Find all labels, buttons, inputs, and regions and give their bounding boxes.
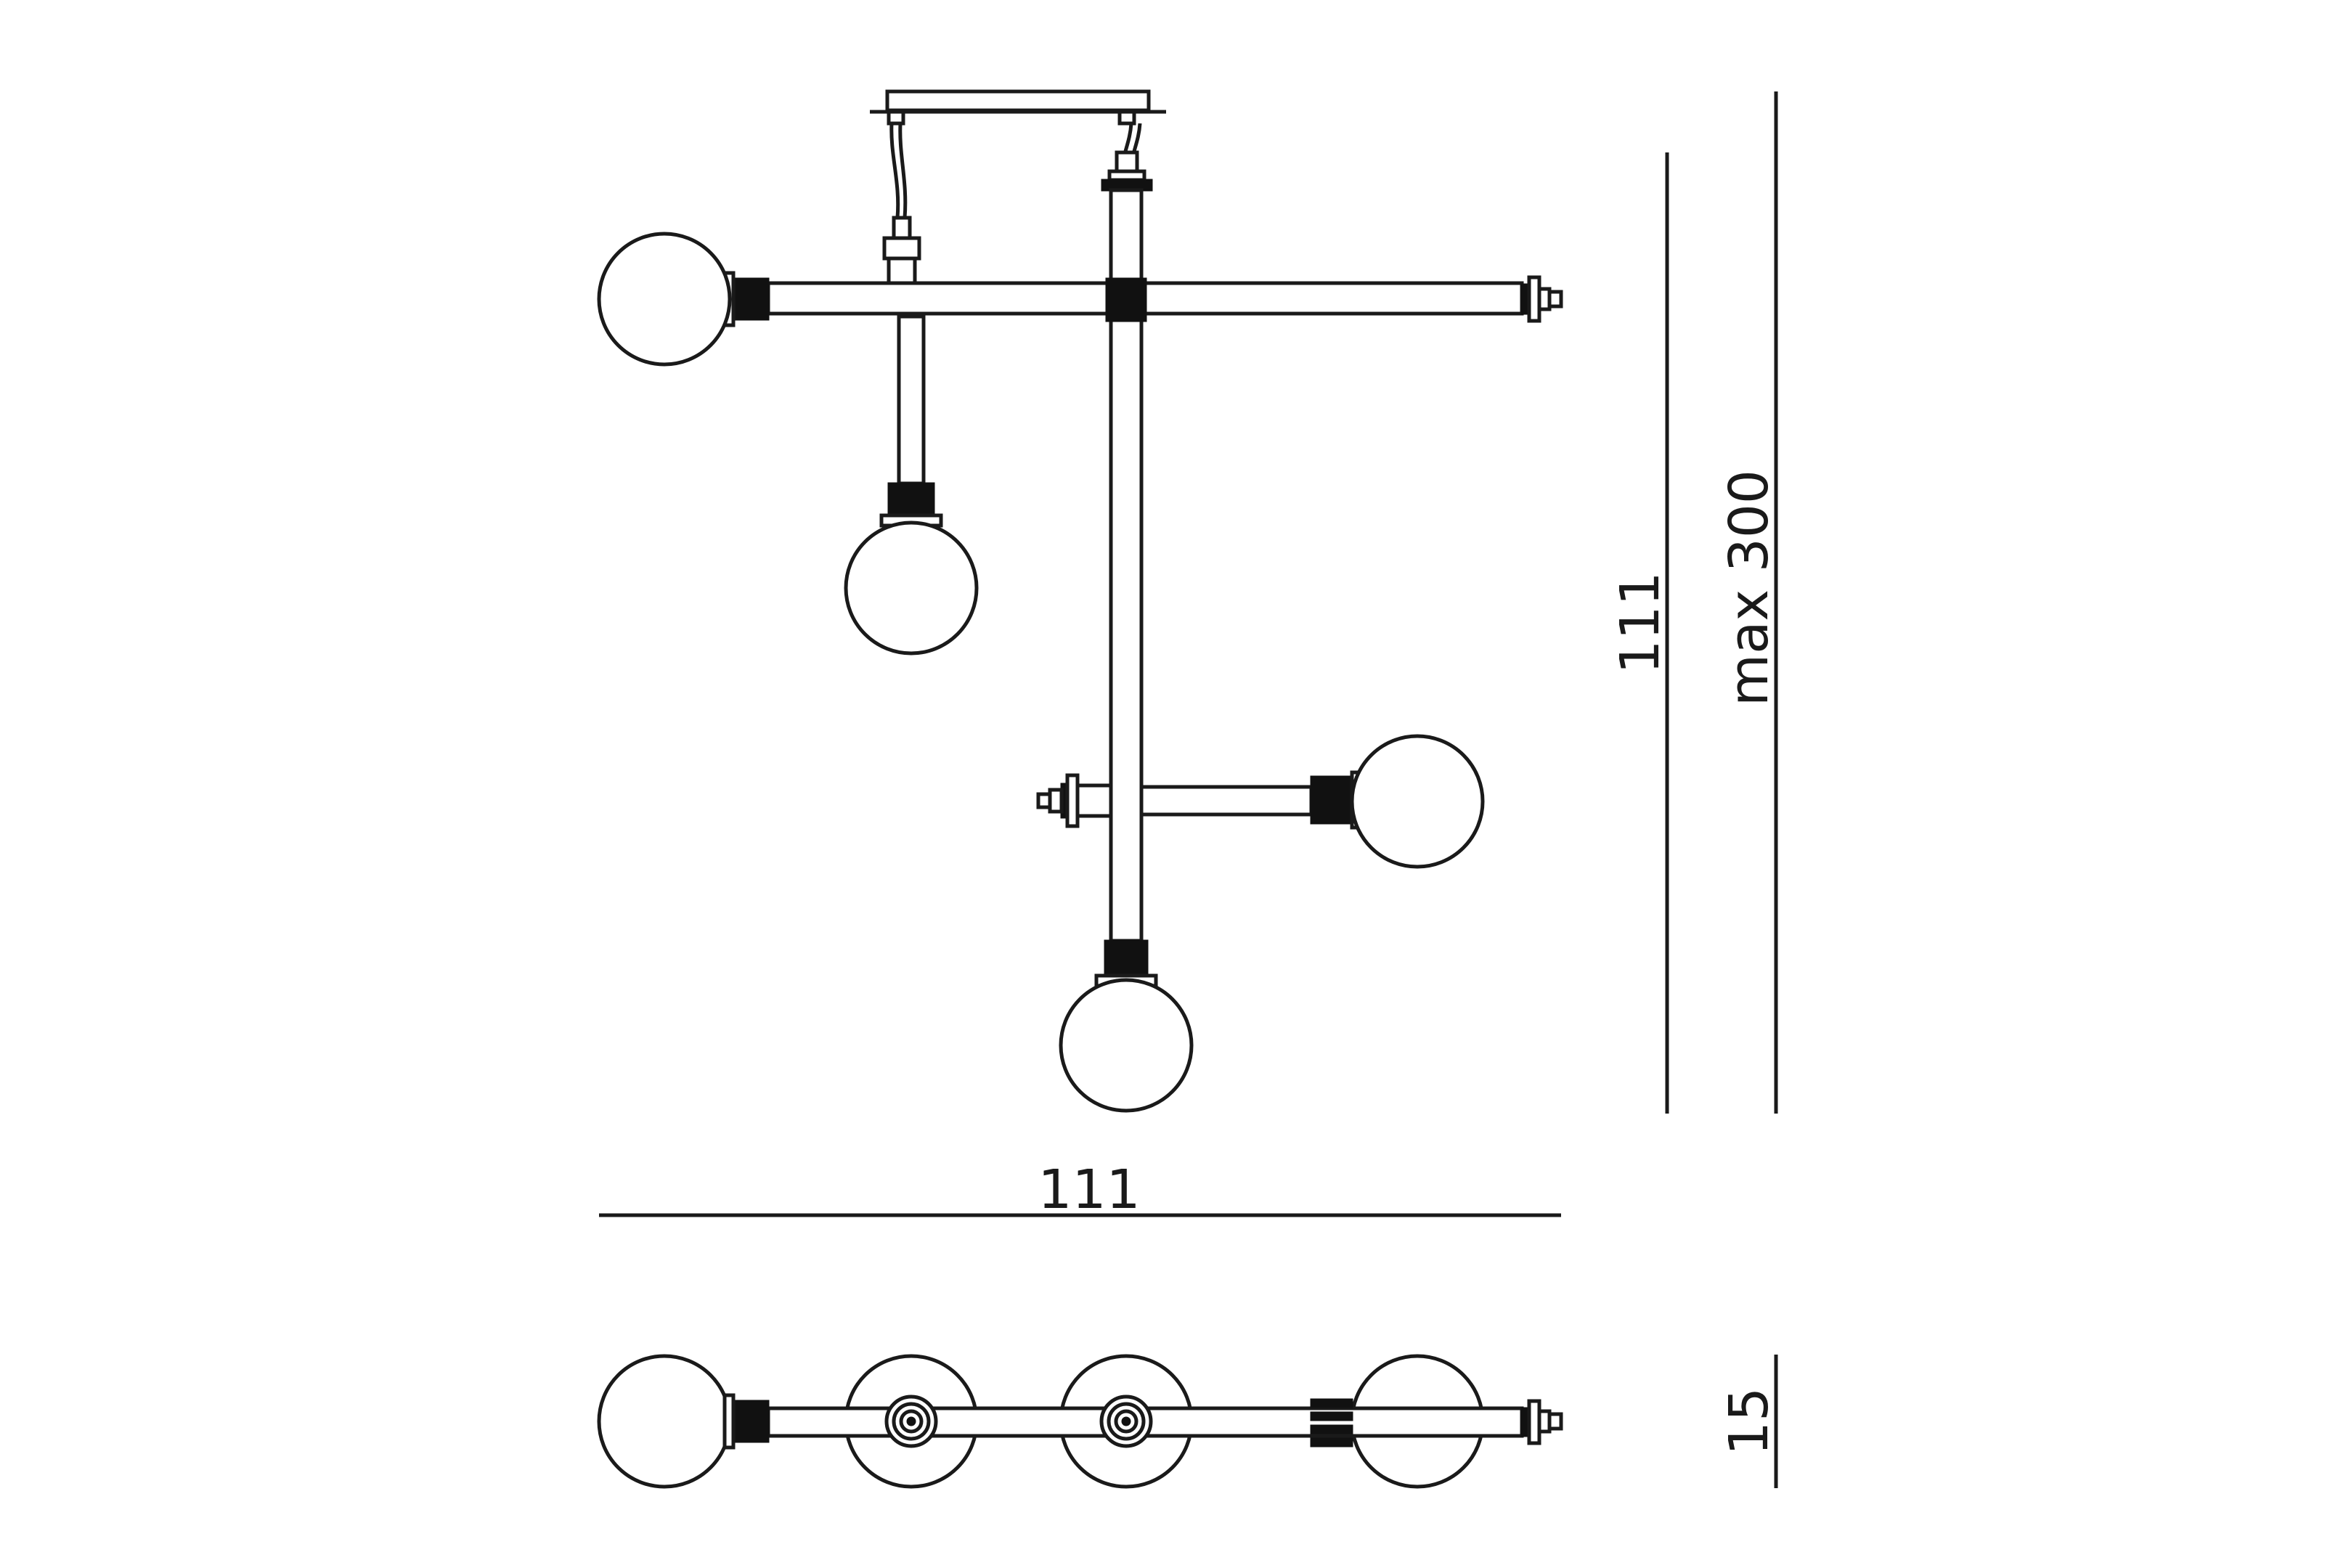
lower-horizontal-rod [1036,770,1361,830]
depth-dimension: 15 [1718,1355,1780,1488]
height-dimension: 111 [1609,152,1671,1114]
globe-middle-left [844,520,979,656]
top-view-canopy-mount-left [884,1395,938,1448]
height-label: 111 [1609,571,1671,674]
top-view [597,1354,1563,1489]
ceiling-canopy [870,89,1166,126]
top-view-canopy-mount-right [1099,1395,1153,1448]
globe-bottom [1059,978,1194,1113]
max-height-label: max 300 [1718,470,1780,706]
front-view [597,89,1563,1113]
max-height-dimension: max 300 [1718,91,1780,1114]
top-view-globe-1 [597,1354,732,1489]
suspension-cable-left [882,123,921,287]
upper-horizontal-rod [722,271,1563,327]
suspension-cable-right [1101,123,1153,192]
width-label: 111 [1038,1159,1140,1221]
globe-middle-right [1350,734,1485,869]
depth-label: 15 [1718,1387,1780,1455]
globe-upper-left [597,232,732,367]
drop-rod [879,314,943,528]
width-dimension: 111 [599,1159,1561,1221]
